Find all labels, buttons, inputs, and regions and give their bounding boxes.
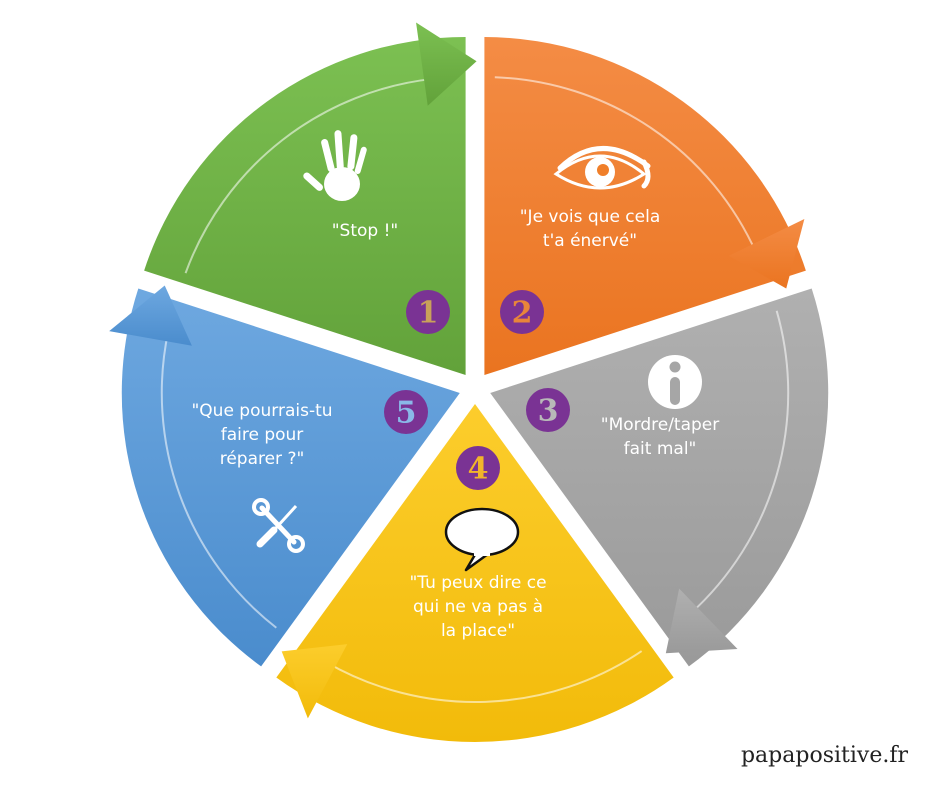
step-4-text-line: "Tu peux dire ce [409, 573, 546, 593]
segment-repair-arrowhead [109, 285, 192, 346]
step-2-text: "Je vois que cela t'a énervé" [520, 207, 661, 251]
step-1-text-line: "Stop !" [332, 221, 399, 241]
step-1-badge [406, 290, 450, 334]
step-2-text-line: "Je vois que cela [520, 207, 661, 227]
segment-acknowledge-arc-highlight [494, 76, 758, 255]
info-icon [648, 355, 702, 409]
segment-express [276, 404, 674, 743]
step-5-text-line: réparer ?" [220, 449, 305, 469]
speech-bubble-icon [444, 507, 520, 572]
segment-stop [144, 37, 466, 376]
step-3-text-line: fait mal" [624, 439, 697, 459]
step-3-text-line: "Mordre/taper [601, 415, 720, 435]
segment-explain [490, 288, 829, 667]
step-5-text-line: "Que pourrais-tu [191, 401, 332, 421]
step-5-text: "Que pourrais-tu faire pour réparer ?" [191, 401, 332, 469]
segment-stop-arc-highlight [184, 77, 435, 274]
site-url: papapositive.fr [740, 743, 908, 768]
tools-icon [252, 498, 305, 553]
step-5-badge [384, 390, 428, 434]
segment-repair-arc-highlight [160, 330, 277, 629]
segment-explain-arrowhead [665, 588, 738, 654]
step-3-text: "Mordre/taper fait mal" [601, 415, 720, 459]
step-2-badge [500, 290, 544, 334]
segment-stop-arrowhead [416, 22, 477, 106]
step-3-number: 3 [538, 394, 559, 429]
hand-icon [303, 130, 367, 201]
step-2-number: 2 [512, 296, 533, 331]
step-3-badge [526, 388, 570, 432]
step-4-text-line: la place" [441, 621, 515, 641]
step-4-badge [456, 446, 500, 490]
segment-express-arc-highlight [325, 650, 643, 703]
segment-acknowledge-arrowhead [728, 218, 805, 289]
segment-acknowledge [484, 37, 806, 376]
step-4-text-line: qui ne va pas à [413, 597, 543, 617]
step-5-text-line: faire pour [221, 425, 304, 445]
segment-explain-arc-highlight [688, 310, 790, 616]
step-2-text-line: t'a énervé" [543, 231, 637, 251]
step-1-text: "Stop !" [332, 221, 399, 241]
step-4-text: "Tu peux dire ce qui ne va pas à la place" [409, 573, 546, 641]
eye-icon [553, 146, 651, 190]
step-1-number: 1 [418, 296, 439, 331]
step-5-number: 5 [396, 396, 417, 431]
segment-repair [121, 288, 460, 667]
segment-express-arrowhead [281, 644, 348, 719]
step-4-number: 4 [468, 452, 489, 487]
